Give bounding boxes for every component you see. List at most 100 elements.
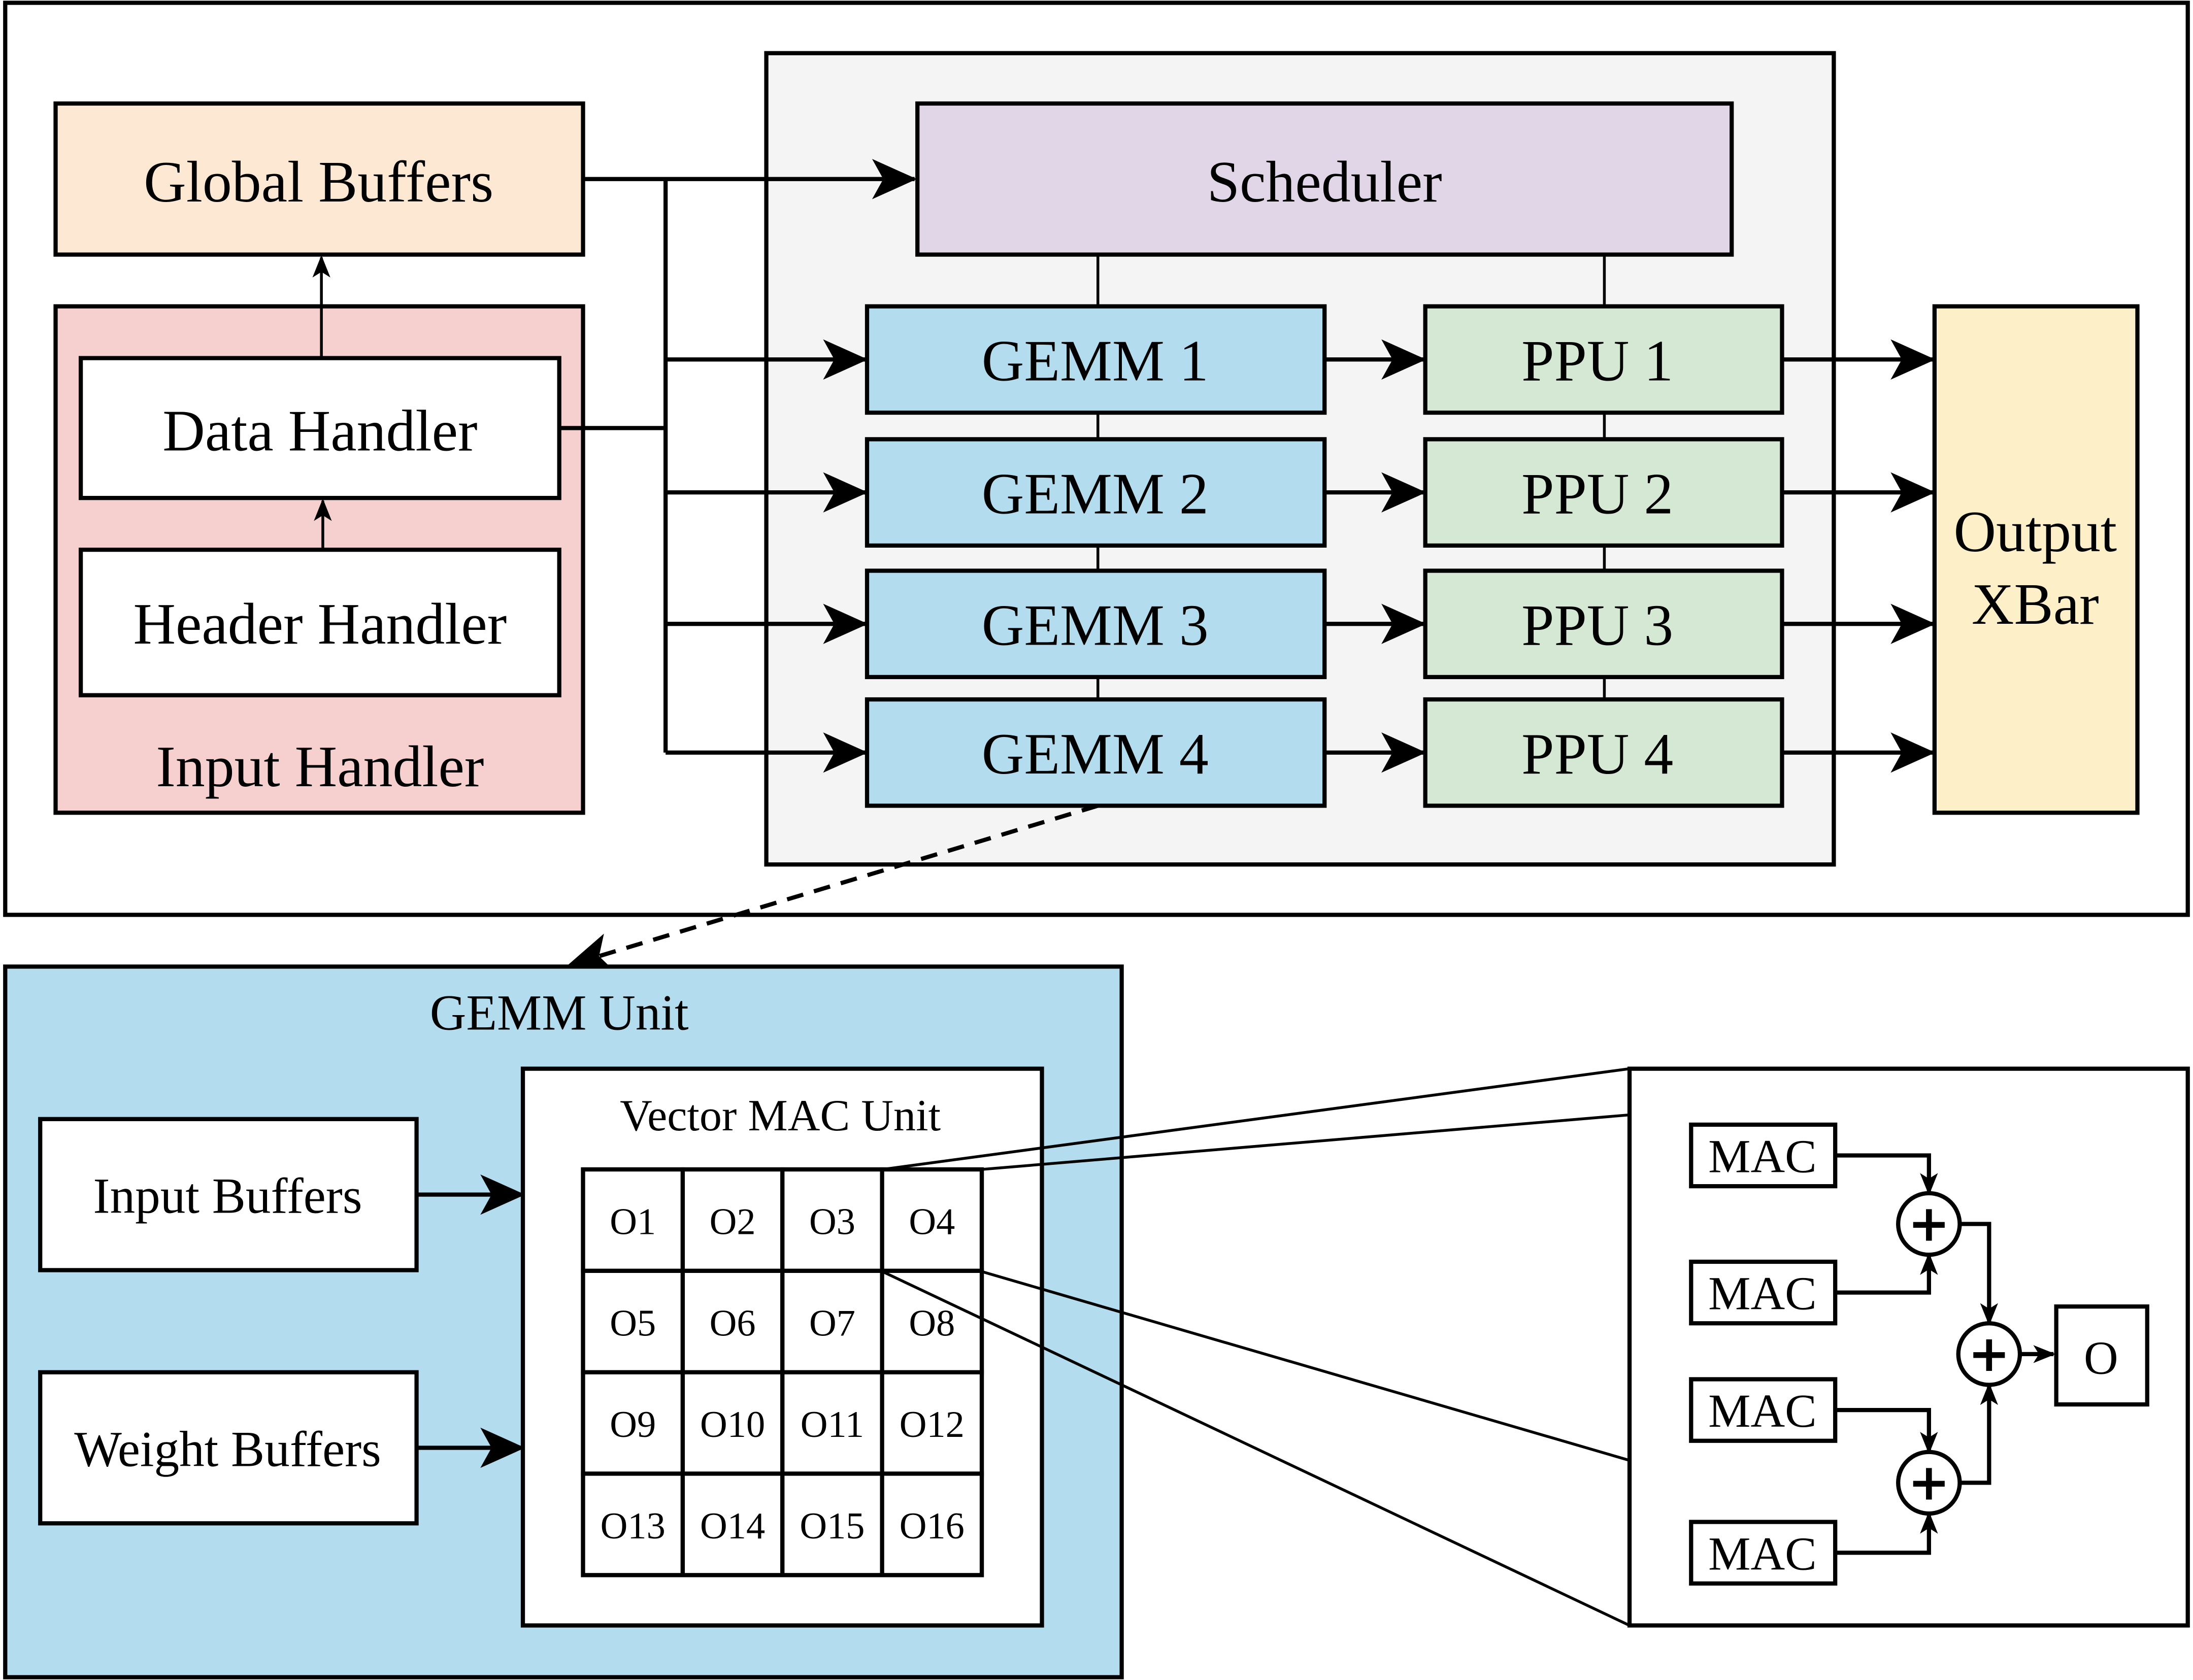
gemm-label: GEMM 1 (982, 329, 1209, 394)
adder-2-icon (1896, 1450, 1962, 1516)
ppu-box (1423, 697, 1784, 808)
plus-icon: + (1908, 1195, 1950, 1253)
grid-cell-label: O3 (809, 1201, 855, 1243)
input-handler-title: Input Handler (156, 734, 484, 799)
gemm-2-block[interactable]: GEMM 2 (865, 437, 1327, 548)
scheduler-block[interactable]: Scheduler (915, 101, 1734, 257)
mac-detail-panel[interactable]: MAC MAC MAC MAC + + + O (1627, 1066, 2190, 1628)
ppu-4-block[interactable]: PPU 4 (1423, 697, 1784, 808)
data-handler-box[interactable] (78, 356, 561, 500)
grid-cell-label: O5 (610, 1302, 656, 1344)
gemm4-detail-dashed-arrow (567, 803, 1099, 972)
global-buffers-label: Global Buffers (144, 150, 493, 215)
ppu-box (1423, 437, 1784, 548)
gemm-box (865, 437, 1327, 548)
grid-cell-label: O6 (710, 1302, 756, 1344)
plus-icon: + (1908, 1453, 1950, 1511)
grid-cell-label: O7 (809, 1302, 855, 1344)
grid-cell[interactable] (780, 1471, 884, 1577)
grid-cell-label: O12 (900, 1404, 965, 1446)
ppu-label: PPU 4 (1521, 722, 1673, 787)
adder-tree-wire (1835, 1252, 1938, 1295)
gemm-3-block[interactable]: GEMM 3 (865, 568, 1327, 680)
mac-label: MAC (1708, 1385, 1816, 1437)
grid-cell-label: O1 (610, 1201, 656, 1243)
mac-label: MAC (1708, 1268, 1816, 1320)
ppu-label: PPU 1 (1521, 329, 1673, 394)
vector-mac-unit-title: Vector MAC Unit (620, 1091, 941, 1140)
gemm-1-block[interactable]: GEMM 1 (865, 304, 1327, 415)
global-buffers-block[interactable]: Global Buffers (53, 101, 585, 257)
gemm-unit-block[interactable]: GEMM Unit Input Buffers Weight Buffers V… (3, 964, 1124, 1679)
mac-box[interactable] (1689, 1122, 1838, 1189)
mac-label: MAC (1708, 1528, 1816, 1580)
grid-cell-label: O15 (800, 1505, 865, 1547)
projection-line-4 (882, 1270, 1631, 1627)
mac-box[interactable] (1689, 1259, 1838, 1326)
input-handler-block[interactable]: Data Handler Header Handler Input Handle… (53, 304, 585, 815)
projection-line-2 (981, 1113, 1630, 1171)
weight-buffers-box[interactable] (38, 1370, 419, 1526)
ppu-1-block[interactable]: PPU 1 (1423, 304, 1784, 415)
output-o-box[interactable] (2054, 1304, 2149, 1407)
grid-cell[interactable] (581, 1268, 685, 1374)
grid-cell-label: O13 (601, 1505, 666, 1547)
grid-cell-label: O9 (610, 1404, 656, 1446)
adder-1-icon (1896, 1191, 1962, 1257)
adder-tree-wire (1835, 1153, 1938, 1196)
scheduler-label: Scheduler (1207, 150, 1442, 215)
grid-cell[interactable] (680, 1471, 785, 1577)
mac-label: MAC (1708, 1131, 1816, 1183)
gemm-label: GEMM 2 (982, 461, 1209, 526)
global-buffers-box (53, 101, 585, 257)
grid-cell-label: O4 (909, 1201, 955, 1243)
output-xbar-box (1932, 304, 2140, 815)
ppu-label: PPU 3 (1521, 593, 1673, 658)
output-xbar-label-line1: Output (1954, 499, 2117, 564)
ppu-3-block[interactable]: PPU 3 (1423, 568, 1784, 680)
grid-cell[interactable] (780, 1370, 884, 1476)
grid-cell[interactable] (680, 1370, 785, 1476)
ppu-box (1423, 304, 1784, 415)
grid-cell-label: O16 (900, 1505, 965, 1547)
weight-buffers-label: Weight Buffers (74, 1422, 381, 1477)
output-xbar-block[interactable]: Output XBar (1932, 304, 2140, 815)
gemm-label: GEMM 3 (982, 593, 1209, 658)
grid-cell[interactable] (581, 1167, 685, 1273)
gemm-label: GEMM 4 (982, 722, 1209, 787)
projection-line-3 (981, 1270, 1630, 1462)
ppu-box (1423, 568, 1784, 680)
gemm-4-block[interactable]: GEMM 4 (865, 697, 1327, 808)
gemm-box (865, 568, 1327, 680)
grid-cell[interactable] (880, 1167, 984, 1273)
gemm-box (865, 304, 1327, 415)
adder-tree-wire (1959, 1383, 1998, 1485)
adder-root-icon (1956, 1321, 2022, 1387)
adder-tree-wire (1835, 1407, 1938, 1455)
scheduler-box (915, 101, 1734, 257)
input-buffers-label: Input Buffers (93, 1168, 362, 1224)
input-buffers-box[interactable] (38, 1117, 419, 1272)
projection-line-1 (882, 1067, 1630, 1171)
grid-cell[interactable] (780, 1167, 884, 1273)
ppu-2-block[interactable]: PPU 2 (1423, 437, 1784, 548)
mac-box[interactable] (1689, 1520, 1838, 1586)
plus-icon: + (1968, 1325, 2010, 1383)
grid-cell-label: O2 (710, 1201, 756, 1243)
header-handler-label: Header Handler (133, 592, 507, 657)
gemm-box (865, 697, 1327, 808)
grid-cell[interactable] (880, 1471, 984, 1577)
output-xbar-label-line2: XBar (1972, 572, 2099, 637)
ppu-label: PPU 2 (1521, 461, 1673, 526)
adder-tree-wire (1835, 1511, 1938, 1555)
adder-tree-wire (1959, 1222, 1998, 1326)
grid-cell-label: O11 (801, 1404, 864, 1446)
grid-cell-label: O14 (700, 1505, 765, 1547)
output-o-label: O (2084, 1332, 2118, 1384)
gemm-unit-title: GEMM Unit (430, 985, 689, 1040)
grid-cell-label: O8 (909, 1302, 955, 1344)
header-handler-box[interactable] (78, 547, 561, 697)
data-handler-label: Data Handler (162, 398, 477, 463)
